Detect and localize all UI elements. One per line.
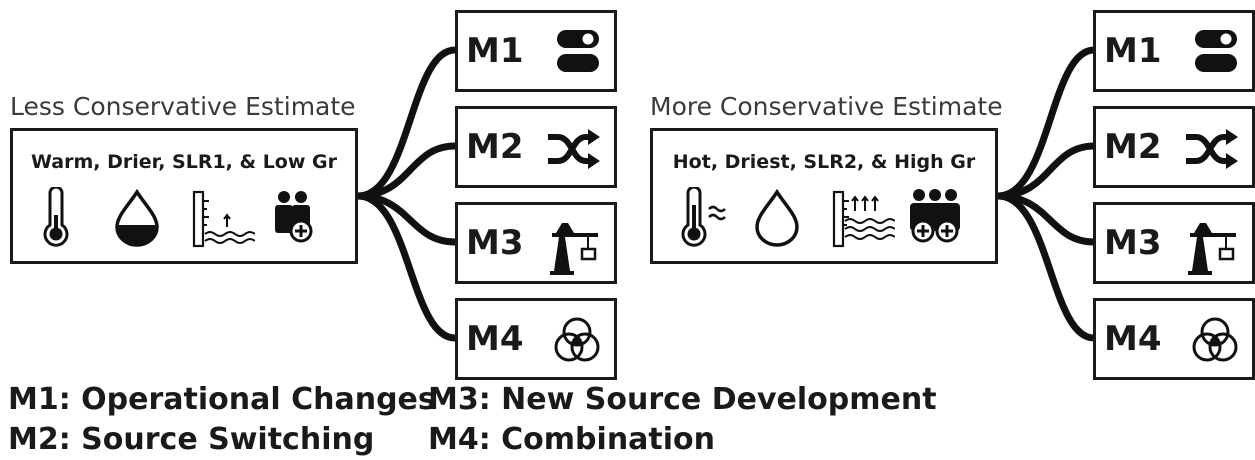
thermometer-icon (43, 187, 69, 247)
left-m3-box: M3 (455, 202, 617, 284)
left-m4-box: M4 (455, 298, 617, 380)
shuffle-icon (548, 129, 600, 169)
toggle-switch-icon (557, 30, 599, 72)
left-scenario-label: Warm, Drier, SLR1, & Low Gr (30, 151, 337, 173)
legend-m2: M2: Source Switching (8, 422, 375, 457)
m2-label: M2 (466, 127, 524, 167)
shuffle-icon (1186, 129, 1238, 169)
legend-m4: M4: Combination (428, 422, 716, 457)
legend-m3: M3: New Source Development (428, 382, 937, 417)
m4-label: M4 (466, 319, 524, 359)
water-drop-empty-icon (755, 189, 799, 247)
connector-left-m4 (354, 192, 459, 342)
m3-label: M3 (466, 223, 524, 263)
crane-icon (550, 223, 598, 275)
right-m2-box: M2 (1093, 106, 1255, 188)
m3-label: M3 (1104, 223, 1162, 263)
venn-diagram-icon (1192, 317, 1238, 362)
left-m2-box: M2 (455, 106, 617, 188)
left-m1-box: M1 (455, 10, 617, 92)
left-estimate-title: Less Conservative Estimate (10, 92, 356, 121)
connector-right-m4 (994, 192, 1098, 342)
right-m1-box: M1 (1093, 10, 1255, 92)
sea-level-gauge-icon (192, 190, 255, 248)
legend-m1: M1: Operational Changes (8, 382, 436, 417)
right-m3-box: M3 (1093, 202, 1255, 284)
connector-right-m1 (994, 46, 1098, 200)
crane-icon (1188, 223, 1236, 275)
water-drop-half-icon (115, 189, 159, 247)
connector-left-m1 (354, 46, 459, 200)
connector-left-m2 (354, 142, 459, 200)
venn-diagram-icon (554, 317, 600, 362)
sea-level-gauge-high-icon (832, 190, 895, 248)
connector-right-m2 (994, 142, 1098, 200)
m1-label: M1 (466, 31, 524, 71)
m1-label: M1 (1104, 31, 1162, 71)
right-estimate-title: More Conservative Estimate (650, 92, 1003, 121)
right-m4-box: M4 (1093, 298, 1255, 380)
m2-label: M2 (1104, 127, 1162, 167)
right-scenario-label: Hot, Driest, SLR2, & High Gr (672, 151, 976, 173)
population-growth-high-icon (910, 189, 960, 243)
left-scenario-box: Warm, Drier, SLR1, & Low Gr (10, 128, 358, 264)
right-scenario-box: Hot, Driest, SLR2, & High Gr (650, 128, 998, 264)
toggle-switch-icon (1195, 30, 1237, 72)
population-growth-low-icon (275, 191, 313, 243)
m4-label: M4 (1104, 319, 1162, 359)
thermometer-hot-icon (681, 187, 726, 247)
